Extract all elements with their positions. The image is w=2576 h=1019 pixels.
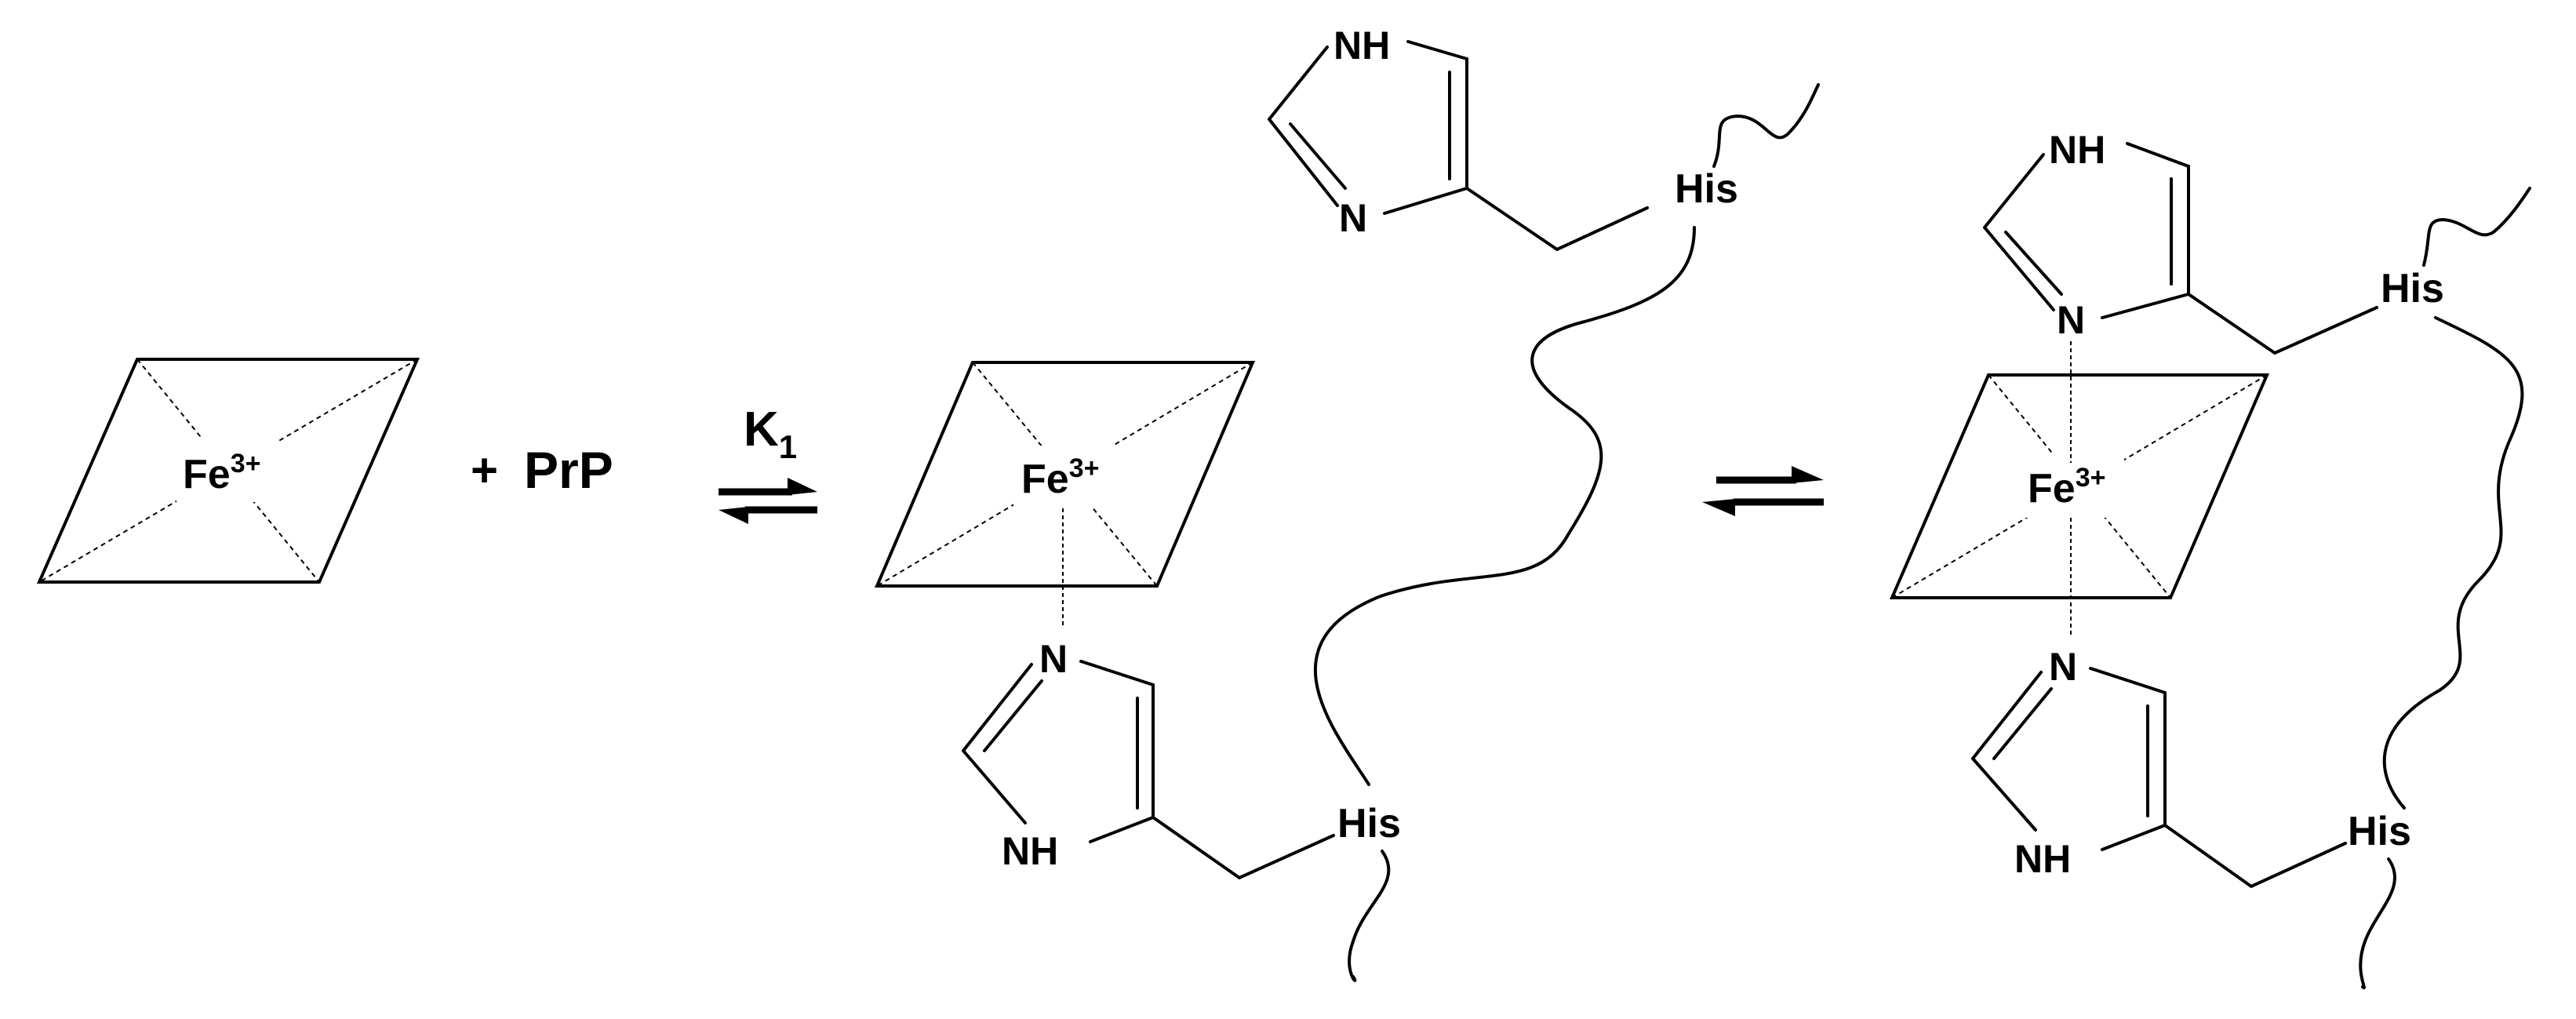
peptide-chain [2359,857,2396,990]
label-mask [1013,446,1115,508]
peptide-chain [1348,850,1391,982]
peptide-chain [2382,316,2524,810]
peptide-chain [1313,226,1696,786]
his-label: His [2381,266,2444,311]
free-heme: Fe3+ [36,358,420,584]
equilibrium-arrow-k1: K1 [719,402,817,524]
nitrogen-label: N [1339,196,1367,240]
his-label: His [1675,166,1738,212]
nitrogen-label: N [1039,637,1068,681]
ch2-linker [1465,187,1649,252]
his-label: His [2348,809,2411,854]
ch2-linker [2163,824,2347,889]
imidazole-ring [1971,667,2167,851]
imidazole-ring [962,660,1155,843]
peptide-chain [1712,83,1820,168]
nitrogen-label: N [2057,298,2085,342]
equilibrium-arrow-2 [1702,466,1824,516]
ch2-linker [1152,816,1335,880]
iron-label: Fe3+ [183,449,260,497]
mono-his-complex: Fe3+ N NH His NH N Hi [874,24,1820,982]
iron-label: Fe3+ [2028,463,2105,511]
nh-label: NH [2014,837,2071,881]
imidazole-ring [1268,40,1468,215]
forward-arrowhead [1792,466,1824,483]
imidazole-ring [1983,142,2190,319]
ch2-linker [2187,293,2378,355]
label-mask [2022,455,2124,518]
reverse-arrowhead [1702,499,1735,516]
bis-his-complex: Fe3+ NH N His N NH [1889,128,2531,990]
iron-label: Fe3+ [1021,453,1099,502]
nh-label: NH [1333,24,1390,67]
nh-label: NH [1002,829,1058,873]
heme-plane [874,361,1256,588]
his-label: His [1337,801,1401,846]
reverse-arrowhead [719,507,748,524]
plus-sign: + [471,444,498,497]
nitrogen-label: N [2049,645,2077,689]
prp-label: PrP [524,441,613,499]
k1-label: K1 [744,402,797,465]
peptide-chain [2422,187,2531,267]
nh-label: NH [2049,128,2105,172]
label-mask [176,439,278,502]
forward-arrowhead [788,478,817,495]
